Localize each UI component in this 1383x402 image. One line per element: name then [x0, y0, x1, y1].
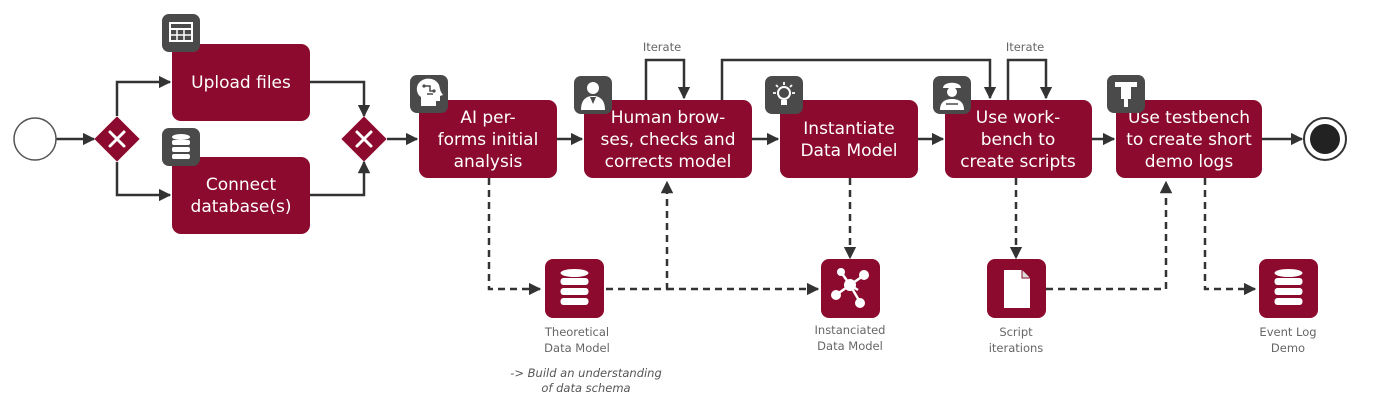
task-instantiate-line-1: Instantiate — [803, 119, 894, 139]
task-ai-line-1: AI per- — [460, 108, 515, 128]
task-upload-files[interactable]: Upload files — [172, 44, 310, 121]
iterate-loop-human — [644, 58, 691, 100]
assoc-ai-to-theoretical — [487, 178, 542, 296]
task-human-line-3: corrects model — [605, 152, 732, 172]
ai-head-icon — [410, 75, 448, 113]
task-testbench-line-2: to create short — [1126, 130, 1252, 150]
task-ai-analysis[interactable]: AI per- forms initial analysis — [419, 100, 557, 178]
flow-split-to-connect — [115, 162, 172, 202]
artifact-eventlog-label-2: Demo — [1271, 341, 1305, 355]
iterate-label-1: Iterate — [643, 40, 681, 54]
task-ai-line-3: analysis — [454, 152, 523, 172]
artifact-instanciated-label-1: Instanciated — [815, 323, 886, 337]
table-icon — [162, 14, 200, 52]
task-human-line-2: ses, checks and — [601, 130, 736, 150]
note-line-1: -> Build an understanding — [510, 366, 662, 380]
flow-upload-to-join — [310, 80, 371, 118]
task-connect-line-1: Connect — [206, 175, 277, 195]
task-upload-label: Upload files — [191, 73, 291, 93]
flow-split-to-upload — [115, 75, 172, 116]
assoc-testbench-to-eventlog — [1203, 178, 1257, 296]
artifact-instanciated-data-model[interactable] — [821, 259, 880, 318]
flow-connect-to-join — [310, 160, 371, 197]
exclusive-gateway-join — [341, 116, 387, 162]
sequence-flows — [56, 58, 1304, 202]
task-connect-database[interactable]: Connect database(s) — [172, 157, 310, 234]
exclusive-gateway-split — [94, 116, 140, 162]
artifact-script-iterations[interactable] — [987, 259, 1046, 318]
task-workbench-line-1: Use work- — [976, 108, 1060, 128]
document-icon — [1004, 270, 1030, 308]
assoc-theoretical-to-human — [606, 180, 674, 291]
task-connect-line-2: database(s) — [191, 197, 292, 217]
task-testbench-logs[interactable]: Use testbench to create short demo logs — [1116, 100, 1262, 178]
person-icon — [574, 76, 612, 114]
lightbulb-icon — [765, 76, 803, 114]
end-event — [1303, 117, 1347, 161]
iterate-loop-workbench — [1006, 58, 1053, 100]
task-ai-line-2: forms initial — [438, 130, 539, 150]
task-instantiate-line-2: Data Model — [800, 141, 897, 161]
task-workbench-scripts[interactable]: Use work- bench to create scripts — [945, 100, 1092, 178]
associations — [487, 178, 1257, 296]
note-line-2: of data schema — [541, 381, 630, 395]
artifact-instanciated-label-2: Data Model — [817, 339, 883, 353]
task-testbench-line-1: Use testbench — [1128, 108, 1250, 128]
database-icon — [162, 128, 200, 166]
flow-human-to-workbench-bypass — [720, 58, 997, 100]
jackhammer-icon — [1107, 75, 1145, 113]
database-icon — [560, 269, 589, 305]
task-human-check[interactable]: Human brow- ses, checks and corrects mod… — [584, 100, 752, 178]
artifact-theoretical-label-2: Data Model — [544, 341, 610, 355]
network-graph-icon — [831, 268, 869, 308]
engineer-icon — [933, 76, 971, 114]
task-workbench-line-3: create scripts — [960, 152, 1076, 172]
artifact-theoretical-data-model[interactable] — [545, 259, 604, 318]
artifact-script-label-2: iterations — [989, 341, 1044, 355]
start-event — [13, 117, 57, 161]
artifact-script-label-1: Script — [999, 325, 1033, 339]
task-workbench-line-2: bench to — [981, 130, 1056, 150]
task-instantiate-model[interactable]: Instantiate Data Model — [780, 100, 918, 178]
artifact-eventlog-label-1: Event Log — [1259, 325, 1316, 339]
artifact-theoretical-label-1: Theoretical — [544, 325, 609, 339]
task-human-line-1: Human brow- — [611, 108, 726, 128]
task-testbench-line-3: demo logs — [1145, 152, 1234, 172]
artifact-event-log-demo[interactable] — [1259, 259, 1318, 318]
database-icon — [1274, 269, 1303, 305]
assoc-script-to-testbench — [1046, 180, 1173, 291]
iterate-label-2: Iterate — [1006, 40, 1044, 54]
